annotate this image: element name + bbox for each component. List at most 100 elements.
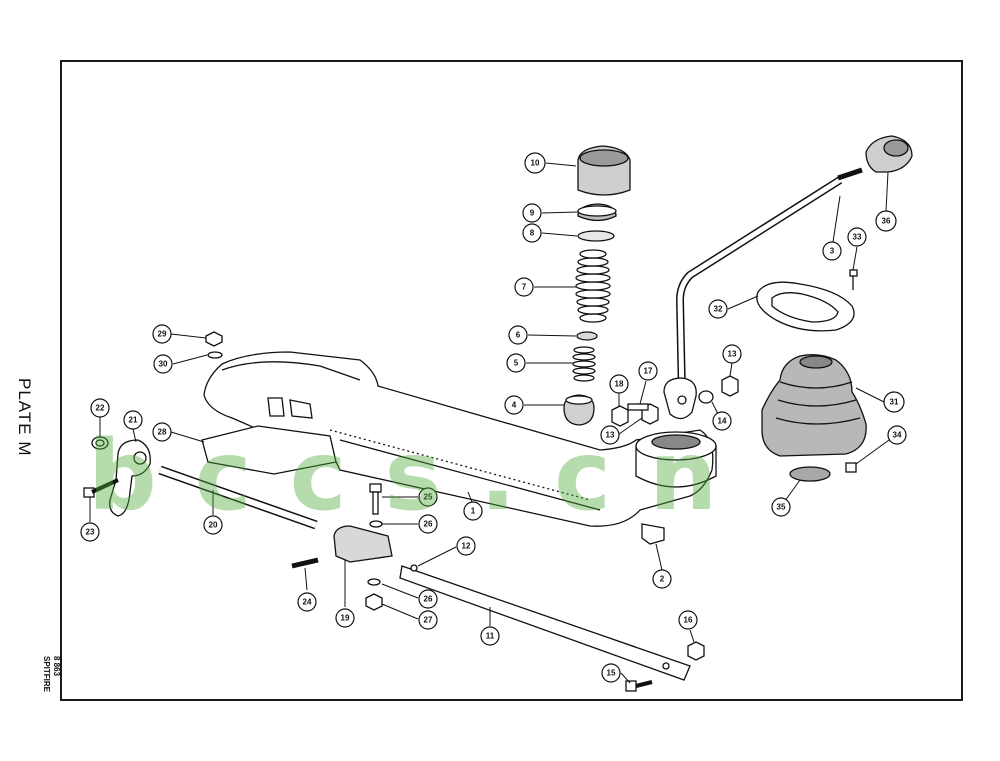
callout-29: 29 [152, 324, 172, 344]
part-9-cup [577, 203, 617, 222]
callout-17: 17 [638, 361, 658, 381]
callout-14: 14 [712, 411, 732, 431]
callout-27: 27 [418, 610, 438, 630]
callout-4: 4 [504, 395, 524, 415]
callout-11: 11 [480, 626, 500, 646]
svg-text:18: 18 [615, 380, 624, 389]
part-16-nut [687, 641, 705, 661]
part-8-washer [577, 230, 615, 242]
callout-13-upper: 13 [722, 344, 742, 364]
part-2-bracket [641, 523, 665, 545]
part-21-lever [109, 439, 151, 517]
callout-26-upper: 26 [418, 514, 438, 534]
callout-26-lower: 26 [418, 589, 438, 609]
svg-text:27: 27 [424, 616, 433, 625]
callout-6: 6 [508, 325, 528, 345]
callout-12: 12 [456, 536, 476, 556]
svg-text:20: 20 [209, 521, 218, 530]
svg-text:10: 10 [531, 159, 540, 168]
svg-text:21: 21 [129, 416, 138, 425]
callout-22: 22 [90, 398, 110, 418]
callout-18: 18 [609, 374, 629, 394]
callout-24: 24 [297, 592, 317, 612]
svg-text:35: 35 [777, 503, 786, 512]
part-13-nut-upper [721, 375, 739, 397]
callout-19: 19 [335, 608, 355, 628]
svg-text:28: 28 [158, 428, 167, 437]
svg-text:22: 22 [96, 404, 105, 413]
part-34-nut [845, 462, 857, 473]
svg-text:33: 33 [853, 233, 862, 242]
svg-text:13: 13 [728, 350, 737, 359]
part-24-pin [291, 557, 319, 569]
part-26-washer-lower [367, 578, 381, 586]
svg-text:12: 12 [462, 542, 471, 551]
callout-33: 33 [847, 227, 867, 247]
part-4-ball [563, 394, 595, 426]
svg-text:6: 6 [516, 331, 521, 340]
callout-1: 1 [463, 501, 483, 521]
svg-text:13: 13 [606, 431, 615, 440]
part-25-bolt [369, 483, 382, 515]
part-7-spring [575, 249, 611, 323]
callout-28: 28 [152, 422, 172, 442]
svg-text:3: 3 [830, 247, 835, 256]
part-26-washer-upper [369, 520, 383, 528]
part-28-gasket [201, 425, 337, 475]
callout-36: 36 [875, 210, 897, 232]
part-5-spring [572, 346, 596, 382]
callout-3: 3 [822, 241, 842, 261]
part-3-gear-lever [663, 167, 863, 420]
svg-text:25: 25 [424, 493, 433, 502]
part-30-washer [207, 351, 223, 359]
svg-text:9: 9 [530, 209, 535, 218]
callout-32: 32 [708, 299, 728, 319]
callout-10: 10 [524, 152, 546, 174]
svg-text:16: 16 [684, 616, 693, 625]
callout-30: 30 [153, 354, 173, 374]
callout-5: 5 [506, 353, 526, 373]
part-23-bolt [83, 478, 119, 498]
svg-text:15: 15 [607, 669, 616, 678]
callout-21: 21 [123, 410, 143, 430]
svg-text:26: 26 [424, 520, 433, 529]
part-15-bolt [625, 680, 653, 692]
svg-text:11: 11 [486, 632, 495, 641]
part-19-clamp [333, 525, 393, 563]
part-36-knob [865, 135, 913, 173]
callout-15: 15 [601, 663, 621, 683]
part-17-pin [627, 403, 649, 411]
callout-31: 31 [883, 391, 905, 413]
svg-text:1: 1 [471, 507, 476, 516]
svg-text:30: 30 [159, 360, 168, 369]
callout-35: 35 [771, 497, 791, 517]
callout-16: 16 [678, 610, 698, 630]
part-11-rod [399, 564, 691, 681]
svg-text:32: 32 [714, 305, 723, 314]
callout-25: 25 [418, 487, 438, 507]
callout-23: 23 [80, 522, 100, 542]
plate-frame [60, 60, 963, 701]
part-35-washer [789, 466, 831, 482]
part-6-ring [576, 331, 598, 341]
svg-text:4: 4 [512, 401, 517, 410]
part-31-gaiter [761, 354, 867, 457]
part-33-screw [849, 269, 858, 290]
svg-text:31: 31 [890, 398, 899, 407]
svg-text:2: 2 [660, 575, 665, 584]
callout-13-lower: 13 [600, 425, 620, 445]
svg-text:8: 8 [530, 229, 535, 238]
callout-34: 34 [887, 425, 907, 445]
svg-text:36: 36 [882, 217, 891, 226]
svg-text:23: 23 [86, 528, 95, 537]
svg-text:29: 29 [158, 330, 167, 339]
callout-9: 9 [522, 203, 542, 223]
svg-text:5: 5 [514, 359, 519, 368]
part-10-cap [577, 145, 631, 196]
callout-8: 8 [522, 223, 542, 243]
callout-7: 7 [514, 277, 534, 297]
part-29-nut [205, 331, 223, 347]
svg-text:26: 26 [424, 595, 433, 604]
part-27-nut [365, 593, 383, 611]
